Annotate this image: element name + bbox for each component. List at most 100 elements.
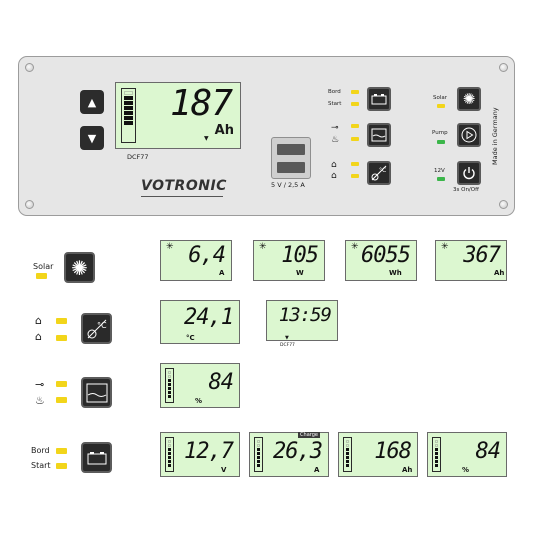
start-label: Start — [328, 101, 342, 107]
main-unit: Ah — [214, 123, 234, 138]
dcf-label: DCF77 — [127, 153, 149, 161]
wastewater-led — [351, 137, 359, 141]
bord-label: Bord — [328, 89, 341, 95]
sun-icon: ✺ — [71, 255, 88, 280]
tank-button[interactable] — [367, 123, 391, 147]
solar-button[interactable]: ✺ — [457, 87, 481, 111]
battery-row-button[interactable] — [81, 442, 112, 473]
clock-value: 13:59 — [278, 304, 332, 326]
bord-led — [351, 90, 359, 94]
main-value: 187 — [169, 83, 233, 124]
house-outside-icon: ⌂ — [35, 330, 42, 343]
power-button[interactable] — [457, 161, 481, 185]
solar-capacity-value: 367 — [463, 243, 501, 268]
arrow-up-icon: ▲ — [87, 95, 97, 109]
sun-icon: ✳ — [441, 242, 449, 252]
battery-voltage-value: 12,7 — [184, 439, 234, 464]
clock-display: 13:59 ▼ — [266, 300, 338, 341]
solar-power-unit: W — [296, 269, 304, 277]
temperature-button[interactable]: °C — [367, 161, 391, 185]
battery-soc-display: 84 % — [427, 432, 507, 477]
battery-icon — [371, 94, 387, 105]
inside-temp-led — [351, 162, 359, 166]
12v-led — [437, 177, 445, 181]
tank-row-button[interactable] — [81, 377, 112, 408]
battery-capacity-display: 168 Ah — [338, 432, 418, 477]
temperature-row-button[interactable]: °C — [81, 313, 112, 344]
clock-dcf-label: DCF77 — [280, 343, 295, 348]
control-panel: ▲ ▼ 187 Ah ▼ DCF77 VOTRONIC 5 V / 2,5 A … — [18, 56, 515, 216]
solar-row-button[interactable]: ✺ — [64, 252, 95, 283]
outside-temp-led — [351, 174, 359, 178]
bord-row-label: Bord — [31, 446, 50, 455]
temperature-unit: °C — [186, 334, 195, 342]
tank-value: 84 — [208, 370, 234, 395]
arrow-down-icon: ▼ — [87, 131, 97, 145]
wastewater-icon: ♨ — [331, 135, 340, 145]
solar-row-label: Solar — [33, 262, 54, 271]
pump-led — [437, 140, 445, 144]
svg-text:°C: °C — [379, 167, 386, 174]
down-button[interactable]: ▼ — [80, 126, 104, 150]
usb-port-icon — [271, 137, 311, 179]
solar-energy-display: ✳ 6055 Wh — [345, 240, 417, 281]
level-bar — [121, 88, 136, 143]
battery-level-bar — [165, 437, 174, 472]
battery-current-display: Charge 26,3 A — [249, 432, 329, 477]
sun-icon: ✺ — [462, 90, 476, 108]
start-row-led — [56, 463, 67, 469]
house-inside-icon: ⌂ — [35, 314, 42, 327]
wastewater-icon: ♨ — [35, 394, 45, 407]
solar-power-value: 105 — [281, 243, 319, 268]
brand-logo: VOTRONIC — [141, 178, 227, 194]
tank-unit: % — [195, 397, 203, 405]
power-icon — [463, 167, 475, 180]
solar-led — [437, 104, 445, 108]
wastewater-row-led — [56, 397, 67, 403]
pump-label: Pump — [432, 130, 448, 136]
battery-icon — [87, 451, 106, 464]
dcf-indicator-icon: ▼ — [285, 335, 289, 341]
solar-current-display: ✳ 6,4 A — [160, 240, 232, 281]
screw-icon — [25, 63, 34, 72]
pump-button[interactable] — [457, 123, 481, 147]
sun-icon: ✳ — [259, 242, 267, 252]
battery-level-bar — [432, 437, 441, 472]
tap-icon: ⊸ — [35, 378, 45, 391]
svg-text:°C: °C — [97, 321, 107, 330]
battery-soc-unit: % — [462, 466, 470, 474]
outside-temp-row-led — [56, 335, 67, 341]
tank-icon — [371, 128, 387, 142]
usb-label: 5 V / 2,5 A — [271, 181, 305, 189]
temperature-value: 24,1 — [184, 305, 234, 330]
battery-current-unit: A — [314, 466, 320, 474]
solar-current-unit: A — [219, 269, 225, 277]
battery-capacity-unit: Ah — [402, 466, 413, 474]
solar-current-value: 6,4 — [188, 243, 226, 268]
tank-icon — [86, 383, 107, 402]
made-in-label: Made in Germany — [491, 107, 499, 165]
battery-voltage-unit: V — [221, 466, 227, 474]
dcf-indicator-icon: ▼ — [204, 135, 209, 142]
battery-level-bar — [254, 437, 263, 472]
solar-label: Solar — [433, 95, 448, 101]
battery-button[interactable] — [367, 87, 391, 111]
solar-capacity-unit: Ah — [494, 269, 505, 277]
solar-row-led — [36, 273, 47, 279]
divider — [141, 196, 223, 197]
house-inside-icon: ⌂ — [331, 160, 337, 170]
tap-icon: ⊸ — [331, 123, 339, 133]
start-led — [351, 102, 359, 106]
solar-energy-unit: Wh — [389, 269, 402, 277]
screw-icon — [499, 63, 508, 72]
tank-display: 84 % — [160, 363, 240, 408]
battery-soc-value: 84 — [475, 439, 501, 464]
screw-icon — [25, 200, 34, 209]
screw-icon — [499, 200, 508, 209]
solar-energy-value: 6055 — [361, 243, 411, 268]
battery-capacity-value: 168 — [374, 439, 412, 464]
temperature-clock-icon: °C — [87, 319, 107, 338]
tank-level-bar — [165, 368, 174, 403]
up-button[interactable]: ▲ — [80, 90, 104, 114]
12v-label: 12V — [434, 168, 445, 174]
